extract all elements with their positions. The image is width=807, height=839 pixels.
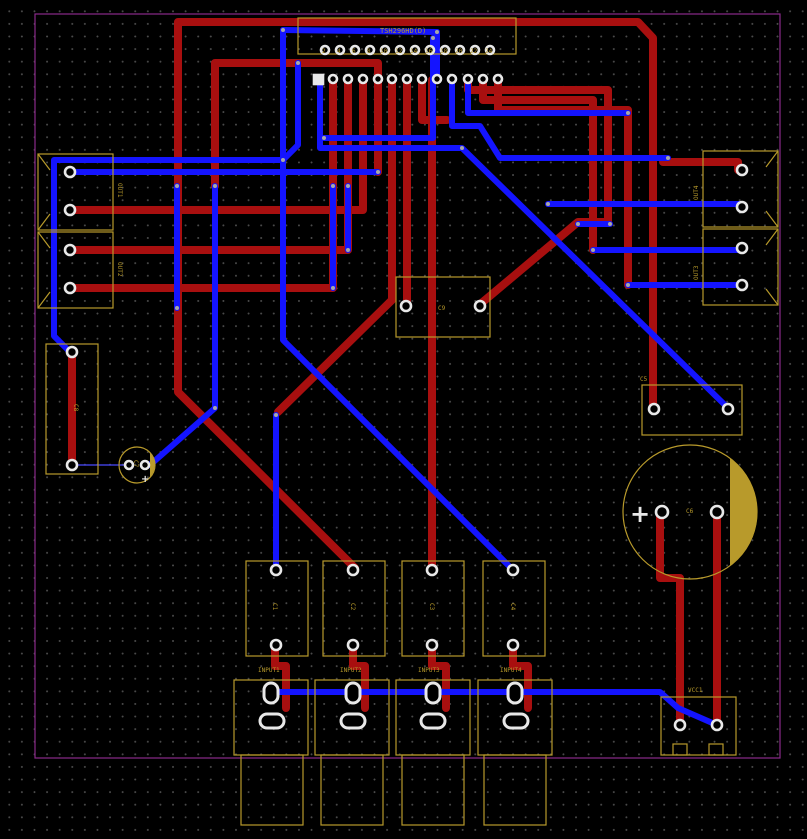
pads[interactable] xyxy=(63,44,749,732)
c8-label: C8 xyxy=(72,404,79,412)
vcc1-label: VCC1 xyxy=(688,687,703,694)
out3-label: OUT3 xyxy=(693,265,700,280)
input-jack-pads[interactable] xyxy=(258,681,530,730)
c9-label: C9 xyxy=(438,305,446,312)
svg-text:14: 14 xyxy=(410,48,418,55)
ic-pin-numbers: 2 4 6 8 10 12 14 16 18 20 22 24 xyxy=(322,48,493,55)
svg-text:16: 16 xyxy=(425,48,433,55)
c3-label: C3 xyxy=(428,603,435,611)
svg-text:2: 2 xyxy=(322,48,326,55)
c6-plus-sign: + xyxy=(630,500,650,528)
out1-label: OUT1 xyxy=(116,183,123,198)
c2-label: C2 xyxy=(349,603,356,611)
input3-label: INPUT3 xyxy=(418,667,440,674)
c6-polarity-band xyxy=(730,458,758,566)
input1-label: INPUT1 xyxy=(258,667,280,674)
svg-text:18: 18 xyxy=(440,48,448,55)
ic-label: TSH296HD(D) xyxy=(380,27,426,35)
c6-label: C6 xyxy=(686,508,694,515)
input4-label: INPUT4 xyxy=(500,667,522,674)
board-outline xyxy=(34,13,781,759)
input2-label: INPUT2 xyxy=(340,667,362,674)
top-copper-layer xyxy=(66,18,742,729)
silkscreen-layer xyxy=(37,17,779,826)
svg-text:10: 10 xyxy=(380,48,388,55)
vias xyxy=(175,28,670,417)
svg-text:12: 12 xyxy=(395,48,403,55)
out4-label: OUT4 xyxy=(693,185,700,200)
svg-text:22: 22 xyxy=(470,48,478,55)
c7-plus-sign: + xyxy=(141,474,149,485)
c1-label: C1 xyxy=(271,603,278,611)
ic-pad-1 xyxy=(312,73,325,86)
bottom-copper-layer xyxy=(51,27,745,728)
c4-label: C4 xyxy=(509,603,516,611)
svg-text:6: 6 xyxy=(352,48,356,55)
svg-text:4: 4 xyxy=(337,48,341,55)
svg-text:8: 8 xyxy=(367,48,371,55)
c7-label: C7 xyxy=(132,460,139,468)
c7-polarity-band xyxy=(150,453,155,477)
svg-text:24: 24 xyxy=(485,48,493,55)
c5-label: C5 xyxy=(640,376,648,383)
out2-label: OUT2 xyxy=(116,262,123,277)
svg-text:20: 20 xyxy=(455,48,463,55)
